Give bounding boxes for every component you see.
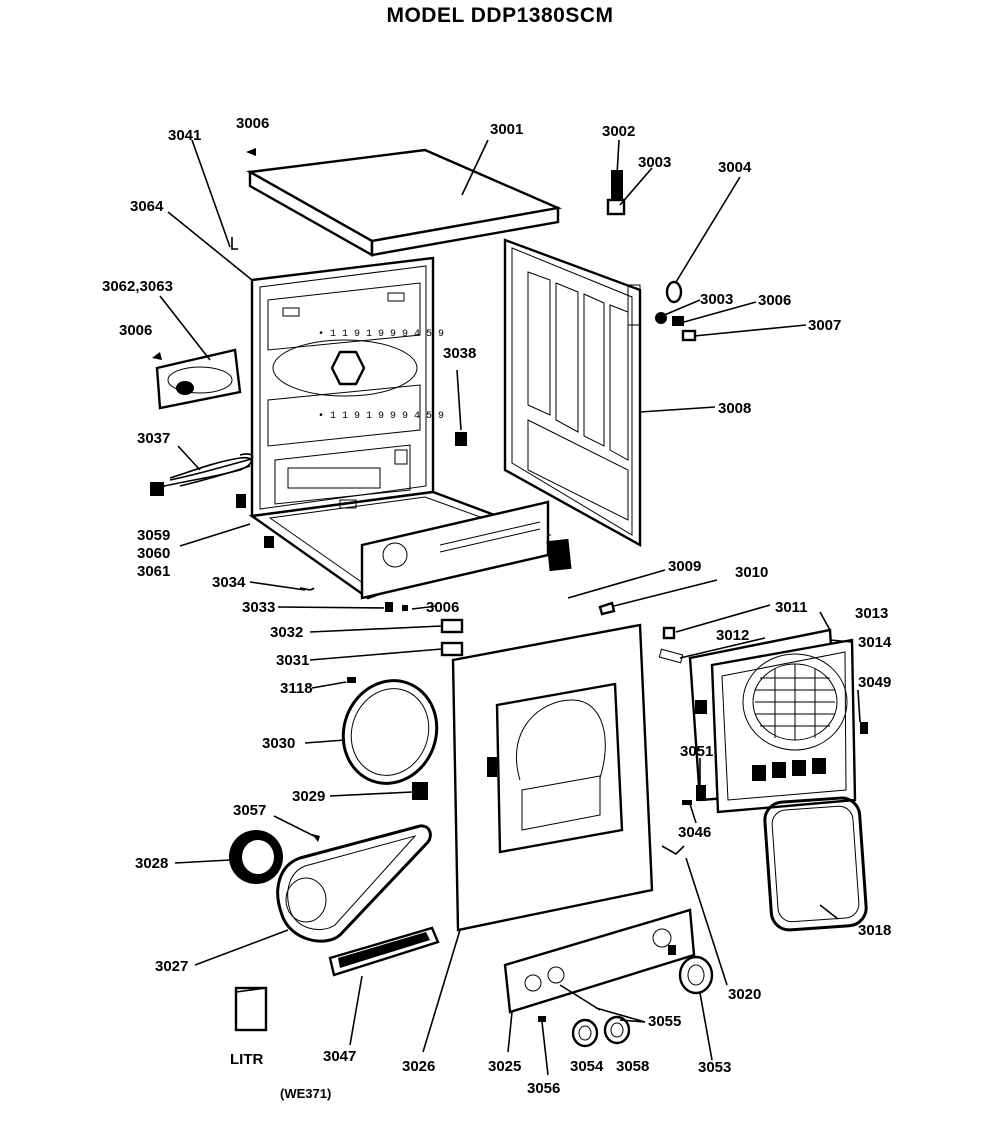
label-3054: 3054 — [570, 1058, 604, 1075]
svg-text:• 1 1 9 1 9 9 9 4 5 9: • 1 1 9 1 9 9 9 4 5 9 — [318, 329, 444, 340]
label-3037: 3037 — [137, 430, 170, 447]
exhaust-duct — [276, 824, 432, 943]
label-3010: 3010 — [735, 564, 768, 581]
part-labels: 3001 3002 3003 3004 3003 3006 3007 3008 … — [102, 115, 892, 1101]
label-code: (WE371) — [280, 1086, 331, 1101]
label-3033: 3033 — [242, 599, 275, 616]
svg-text:• 1 1 9 1 9 9 9 4 5 9: • 1 1 9 1 9 9 9 4 5 9 — [318, 411, 444, 422]
label-3041: 3041 — [168, 127, 201, 144]
label-3007: 3007 — [808, 317, 841, 334]
lint-filter — [328, 926, 440, 977]
label-3006: 3006 — [758, 292, 791, 309]
label-litr: LITR — [230, 1051, 263, 1068]
control-panel — [503, 908, 696, 1014]
latch-parts — [598, 601, 692, 855]
label-3003: 3003 — [638, 154, 671, 171]
label-3047: 3047 — [323, 1048, 356, 1065]
label-3012: 3012 — [716, 627, 749, 644]
felt-seal — [229, 830, 283, 884]
control-knobs — [538, 945, 714, 1048]
label-3034: 3034 — [212, 574, 246, 591]
dryer-door — [688, 628, 868, 814]
label-3006b: 3006 — [236, 115, 269, 132]
label-3049: 3049 — [858, 674, 891, 691]
label-3020: 3020 — [728, 986, 761, 1003]
label-3032: 3032 — [270, 624, 303, 641]
label-3038: 3038 — [443, 345, 476, 362]
label-3046: 3046 — [678, 824, 711, 841]
label-3031: 3031 — [276, 652, 309, 669]
label-3064: 3064 — [130, 198, 164, 215]
side-panel — [503, 238, 642, 548]
label-3118: 3118 — [280, 680, 313, 697]
literature-booklet — [234, 986, 268, 1032]
label-3006d: 3006 — [426, 599, 459, 616]
label-3027: 3027 — [155, 958, 188, 975]
front-panel — [440, 538, 654, 932]
label-3055: 3055 — [648, 1013, 681, 1030]
label-3030: 3030 — [262, 735, 295, 752]
label-3008: 3008 — [718, 400, 751, 417]
label-3059: 3059 — [137, 527, 170, 544]
label-3056: 3056 — [527, 1080, 560, 1097]
label-3009: 3009 — [668, 558, 701, 575]
control-bracket — [155, 348, 242, 410]
label-3051: 3051 — [680, 743, 713, 760]
label-3001: 3001 — [490, 121, 523, 138]
page-title: MODEL DDP1380SCM — [386, 4, 614, 27]
label-3061: 3061 — [137, 563, 170, 580]
label-3014: 3014 — [858, 634, 892, 651]
label-3060: 3060 — [137, 545, 170, 562]
label-3003b: 3003 — [700, 291, 733, 308]
label-3011: 3011 — [775, 599, 808, 616]
label-3053: 3053 — [698, 1059, 731, 1076]
label-3013: 3013 — [855, 605, 888, 622]
power-cord — [150, 453, 254, 508]
label-3006c: 3006 — [119, 322, 152, 339]
terminal-block — [455, 432, 467, 446]
label-3026: 3026 — [402, 1058, 435, 1075]
label-3058: 3058 — [616, 1058, 649, 1075]
door-gasket — [763, 796, 868, 932]
cabinet-body: • 1 1 9 1 9 9 9 4 5 9 • 1 1 9 1 9 9 9 4 … — [248, 256, 552, 600]
door-seal-ring — [341, 679, 439, 785]
bearing-block — [412, 782, 428, 800]
label-3004: 3004 — [718, 159, 752, 176]
label-3062-3063: 3062,3063 — [102, 278, 173, 295]
leader-lines — [159, 139, 861, 1076]
label-3025: 3025 — [488, 1058, 521, 1075]
fastener-set — [152, 148, 697, 683]
top-panel — [246, 148, 563, 258]
label-3018: 3018 — [858, 922, 891, 939]
label-3029: 3029 — [292, 788, 325, 805]
label-3057: 3057 — [233, 802, 266, 819]
label-3028: 3028 — [135, 855, 168, 872]
label-3002: 3002 — [602, 123, 635, 140]
